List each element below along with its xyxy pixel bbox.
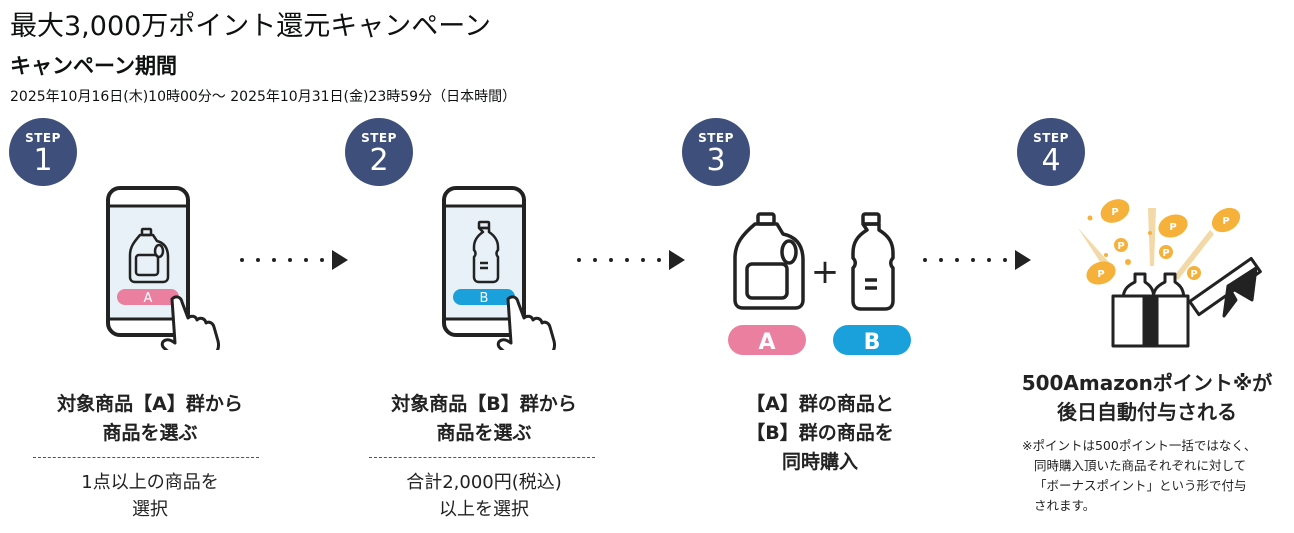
caption-line: 後日自動付与される <box>1057 400 1237 424</box>
step-4-note: ※ポイントは500ポイント一括ではなく、 同時購入頂いた商品それぞれに対して 「… <box>1022 436 1256 516</box>
tag-a-pill: A <box>117 289 179 306</box>
step-2-divider <box>369 457 595 458</box>
svg-text:P: P <box>1222 216 1229 227</box>
detergent-jug-icon <box>128 227 170 284</box>
caption-line: 対象商品【A】群から <box>57 393 243 415</box>
tag-a-label: A <box>758 330 775 355</box>
step-1-divider <box>33 457 259 458</box>
smartphone-select-b-illustration: B <box>442 186 556 350</box>
caption-line: 同時購入 <box>781 451 858 473</box>
tag-a-label: A <box>144 291 153 306</box>
svg-text:P: P <box>1162 248 1169 259</box>
step-label: STEP <box>698 131 734 145</box>
caption-line: 商品を選ぶ <box>102 422 198 444</box>
note-line: 「ボーナスポイント」という形で付与 <box>1034 478 1247 493</box>
tag-b-pill: B <box>833 325 911 355</box>
step-2-detail: 合計2,000円(税込) 以上を選択 <box>364 469 604 523</box>
step-number: 3 <box>706 143 726 178</box>
step-4-badge: STEP 4 <box>1017 118 1085 186</box>
svg-text:P: P <box>1169 222 1176 233</box>
svg-text:P: P <box>1097 269 1104 280</box>
note-line: ※ポイントは500ポイント一括ではなく、 <box>1022 438 1257 453</box>
step-label: STEP <box>361 131 397 145</box>
arrow-step1-to-step2 <box>240 250 348 270</box>
step-4-caption: 500Amazonポイント※が 後日自動付与される <box>1012 369 1282 427</box>
caption-line: 対象商品【B】群から <box>391 393 577 415</box>
caption-line: 500Amazonポイント※が <box>1021 371 1273 395</box>
detail-line: 合計2,000円(税込) <box>406 472 562 493</box>
tapping-hand-icon <box>160 295 220 350</box>
step-3-caption: 【A】群の商品と 【B】群の商品を 同時購入 <box>700 390 940 477</box>
arrow-step3-to-step4 <box>923 250 1031 270</box>
purchase-both-illustration: + A B <box>728 212 911 355</box>
caption-line: 【A】群の商品と <box>746 393 894 415</box>
step-label: STEP <box>25 131 61 145</box>
tag-b-pill: B <box>453 289 515 306</box>
step-number: 1 <box>33 143 53 178</box>
coin-icon: P <box>1211 207 1241 233</box>
step-1-badge: STEP 1 <box>9 118 77 186</box>
campaign-period-dates: 2025年10月16日(木)10時00分～ 2025年10月31日(金)23時5… <box>10 89 517 105</box>
step-1-caption: 対象商品【A】群から 商品を選ぶ <box>30 390 270 448</box>
svg-text:P: P <box>1190 269 1197 280</box>
point-coins: P P P P P P P <box>1086 199 1241 285</box>
svg-text:P: P <box>1111 207 1118 218</box>
step-1-detail: 1点以上の商品を 選択 <box>30 469 270 523</box>
step-2-caption: 対象商品【B】群から 商品を選ぶ <box>364 390 604 448</box>
step-number: 4 <box>1041 143 1061 178</box>
arrow-step2-to-step3 <box>577 250 685 270</box>
step-label: STEP <box>1033 131 1069 145</box>
gift-box-points-illustration: P P P P P P P <box>1078 199 1262 348</box>
caption-line: 【B】群の商品を <box>746 422 894 444</box>
caption-line: 商品を選ぶ <box>436 422 532 444</box>
water-bottle-icon <box>472 220 500 284</box>
page-title: 最大3,000万ポイント還元キャンペーン <box>10 11 491 42</box>
coin-icon: P <box>1159 245 1173 259</box>
detail-line: 1点以上の商品を <box>81 472 219 493</box>
smartphone-select-a-illustration: A <box>106 186 220 350</box>
campaign-period-heading: キャンペーン期間 <box>10 54 177 78</box>
note-line: 同時購入頂いた商品それぞれに対して <box>1034 458 1247 473</box>
tag-a-pill: A <box>728 325 806 355</box>
tag-b-label: B <box>864 330 881 355</box>
coin-icon: P <box>1114 238 1128 252</box>
gift-box-icon <box>1111 257 1262 348</box>
step-2-badge: STEP 2 <box>345 118 413 186</box>
coin-icon: P <box>1086 261 1116 285</box>
detail-line: 以上を選択 <box>439 499 529 520</box>
coin-icon: P <box>1100 199 1130 223</box>
tapping-hand-icon <box>496 295 556 350</box>
coin-icon: P <box>1158 214 1188 238</box>
water-bottle-icon <box>851 212 895 311</box>
step-3-badge: STEP 3 <box>682 118 750 186</box>
tag-b-label: B <box>480 291 489 306</box>
coin-icon: P <box>1187 266 1201 280</box>
plus-sign: + <box>811 252 840 292</box>
detail-line: 選択 <box>132 499 168 520</box>
detergent-jug-icon <box>733 212 805 310</box>
step-number: 2 <box>369 143 389 178</box>
svg-text:P: P <box>1117 241 1124 252</box>
note-line: されます。 <box>1034 498 1096 513</box>
